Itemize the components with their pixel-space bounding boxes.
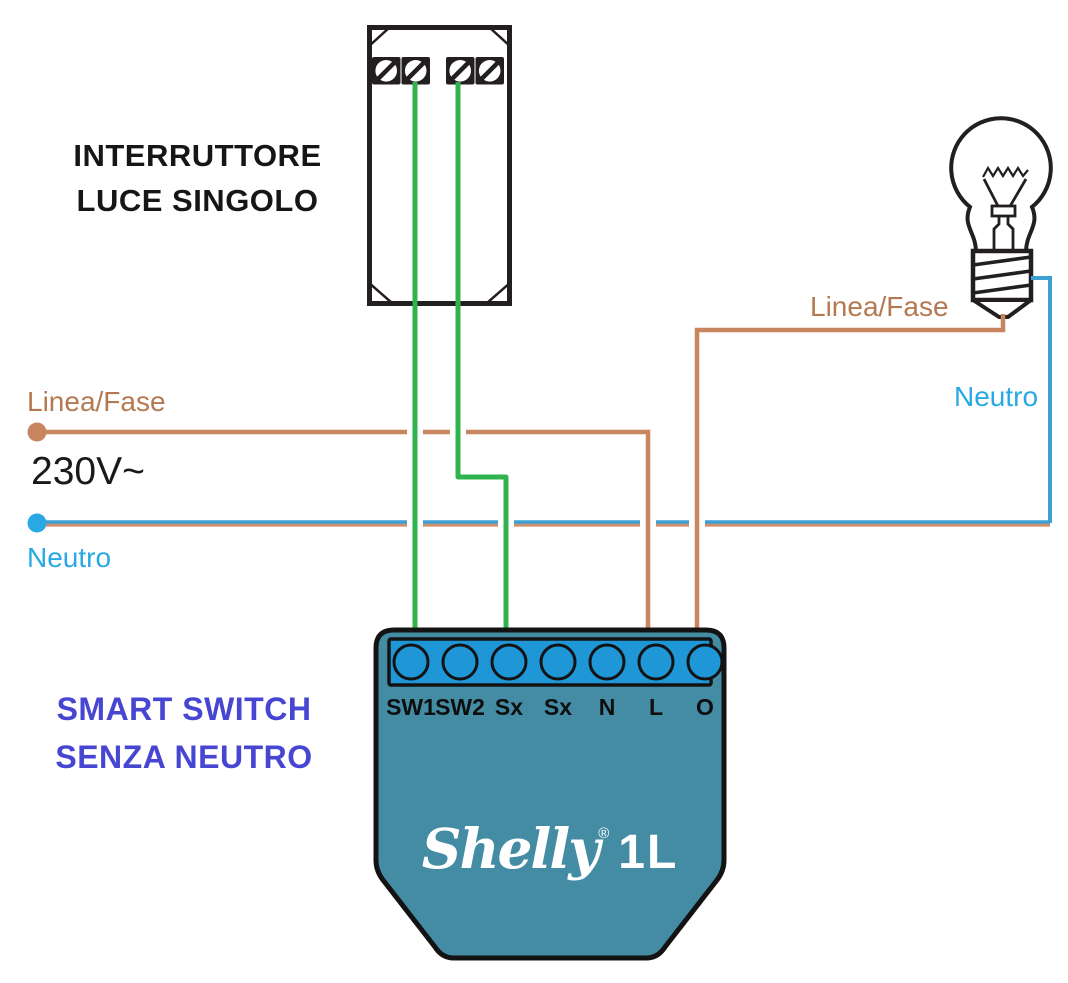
terminal-label-sw2: SW2 xyxy=(435,694,485,720)
shelly-device-body xyxy=(373,627,727,961)
terminal-holes xyxy=(392,643,724,681)
wall-switch-symbol xyxy=(367,25,512,306)
neutral-label-left: Neutro xyxy=(27,542,112,573)
shelly-logo: Shelly® 1L xyxy=(376,816,724,881)
neutral-label-right: Neutro xyxy=(954,381,1039,412)
shelly-logo-brand: Shelly xyxy=(421,816,600,881)
voltage-label: 230V~ xyxy=(31,450,145,493)
terminal-label-sx1: Sx xyxy=(494,694,524,720)
phase-wire xyxy=(27,314,1006,640)
phase-label-right: Linea/Fase xyxy=(810,291,949,322)
smart-switch-title-line1: SMART SWITCH xyxy=(56,691,312,727)
light-bulb-symbol xyxy=(949,116,1053,319)
switch-title-line2: LUCE SINGOLO xyxy=(76,183,319,218)
registered-mark: ® xyxy=(598,825,610,842)
shelly-logo-model: 1L xyxy=(618,826,679,879)
filament-zigzag xyxy=(982,165,1029,179)
terminal-label-n: N xyxy=(598,694,616,720)
switch-title-line1: INTERRUTTORE xyxy=(73,138,322,173)
switch-screw-terminals xyxy=(372,57,504,85)
terminal-label-l: L xyxy=(648,694,664,720)
terminal-label-sw1: SW1 xyxy=(386,694,436,720)
smart-switch-title-line2: SENZA NEUTRO xyxy=(55,739,313,775)
terminal-label-o: O xyxy=(696,694,714,720)
terminal-label-sx2: Sx xyxy=(543,694,573,720)
switch-title: INTERRUTTORE LUCE SINGOLO xyxy=(30,133,365,223)
phase-feed-dot xyxy=(27,422,47,442)
neutral-feed-dot xyxy=(27,513,47,533)
switch-wires-green xyxy=(412,82,509,641)
neutral-wire xyxy=(27,276,1052,533)
phase-label-left: Linea/Fase xyxy=(27,386,166,417)
smart-switch-title: SMART SWITCH SENZA NEUTRO xyxy=(28,685,340,781)
